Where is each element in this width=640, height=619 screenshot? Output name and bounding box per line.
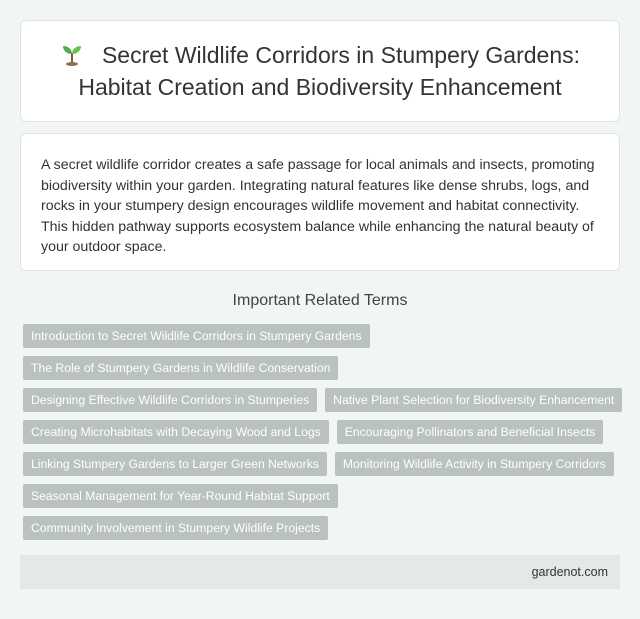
footer-site-link[interactable]: gardenot.com [531,565,608,579]
title-card: Secret Wildlife Corridors in Stumpery Ga… [20,20,620,122]
term-row: Creating Microhabitats with Decaying Woo… [23,420,623,444]
term-row: The Role of Stumpery Gardens in Wildlife… [23,356,623,380]
term-row: Seasonal Management for Year-Round Habit… [23,484,623,508]
term-tag[interactable]: Creating Microhabitats with Decaying Woo… [23,420,329,444]
term-row: Introduction to Secret Wildlife Corridor… [23,324,623,348]
term-tag[interactable]: Linking Stumpery Gardens to Larger Green… [23,452,327,476]
sprout-icon [62,46,81,66]
intro-card: A secret wildlife corridor creates a saf… [20,133,620,271]
page-title: Secret Wildlife Corridors in Stumpery Ga… [45,39,595,103]
term-tag[interactable]: Monitoring Wildlife Activity in Stumpery… [334,452,614,476]
term-tag[interactable]: Designing Effective Wildlife Corridors i… [23,388,318,412]
intro-text: A secret wildlife corridor creates a saf… [41,157,595,255]
footer: gardenot.com [20,555,620,589]
term-tag[interactable]: Community Involvement in Stumpery Wildli… [23,516,329,540]
related-terms-heading: Important Related Terms [232,292,408,309]
term-tag[interactable]: Native Plant Selection for Biodiversity … [325,388,623,412]
term-row: Designing Effective Wildlife Corridors i… [23,388,623,412]
related-terms-list: Introduction to Secret Wildlife Corridor… [23,324,623,548]
term-tag[interactable]: The Role of Stumpery Gardens in Wildlife… [23,356,339,380]
term-row: Linking Stumpery Gardens to Larger Green… [23,452,623,476]
term-tag[interactable]: Seasonal Management for Year-Round Habit… [23,484,338,508]
term-tag[interactable]: Introduction to Secret Wildlife Corridor… [23,324,370,348]
term-row: Community Involvement in Stumpery Wildli… [23,516,623,540]
term-tag[interactable]: Encouraging Pollinators and Beneficial I… [336,420,604,444]
page-title-text: Secret Wildlife Corridors in Stumpery Ga… [78,42,581,100]
